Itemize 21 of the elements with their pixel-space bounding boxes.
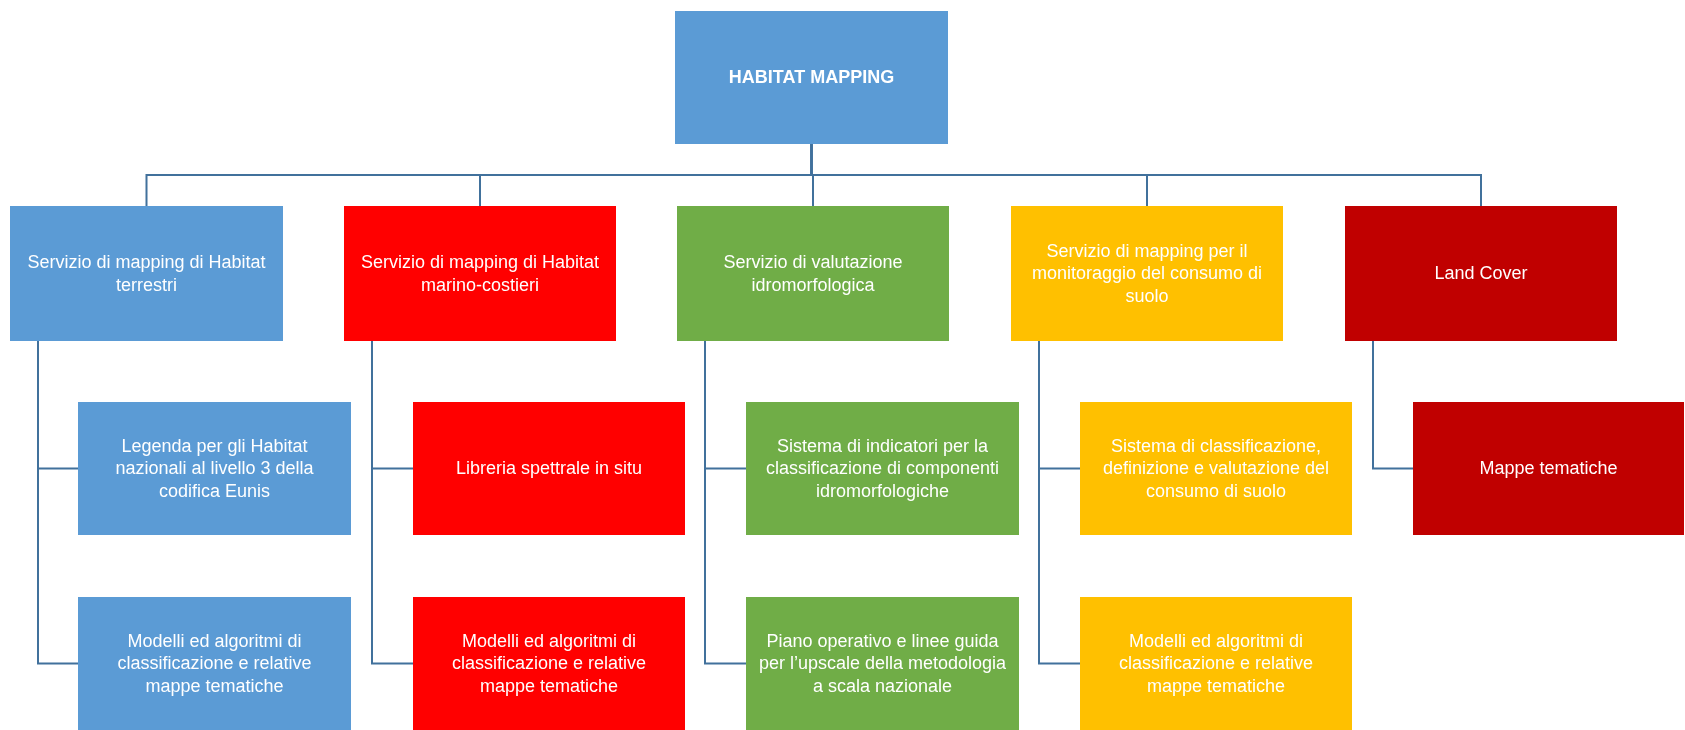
- category-box: Servizio di mapping di Habitat terrestri: [10, 206, 283, 341]
- connector-line: [37, 340, 79, 665]
- connector-line: [371, 340, 414, 665]
- category-box: Servizio di valutazione idromorfologica: [677, 206, 949, 341]
- category-box: Piano operativo e linee guida per l’upscale della metodologia a scala nazionale: [746, 597, 1019, 730]
- category-box: Servizio di mapping per il monitoraggio del consumo di suolo: [1011, 206, 1283, 341]
- connector-line: [704, 340, 747, 665]
- category-box: Libreria spettrale in situ: [413, 402, 685, 535]
- category-box: Land Cover: [1345, 206, 1617, 341]
- category-box: Servizio di mapping di Habitat marino-costieri: [344, 206, 616, 341]
- category-box: Modelli ed algoritmi di classificazione e relative mappe tematiche: [78, 597, 351, 730]
- category-box: Modelli ed algoritmi di classificazione e relative mappe tematiche: [1080, 597, 1352, 730]
- category-box: Sistema di indicatori per la classificazione di componenti idromorfologiche: [746, 402, 1019, 535]
- root-box: HABITAT MAPPING: [675, 11, 948, 144]
- connector-line: [810, 143, 1482, 207]
- connector-line: [1372, 340, 1414, 470]
- connector-line: [1038, 340, 1081, 665]
- category-box: Legenda per gli Habitat nazionali al livello 3 della codifica Eunis: [78, 402, 351, 535]
- category-box: Sistema di classificazione, definizione e valutazione del consumo di suolo: [1080, 402, 1352, 535]
- category-box: Modelli ed algoritmi di classificazione e relative mappe tematiche: [413, 597, 685, 730]
- category-box: Mappe tematiche: [1413, 402, 1684, 535]
